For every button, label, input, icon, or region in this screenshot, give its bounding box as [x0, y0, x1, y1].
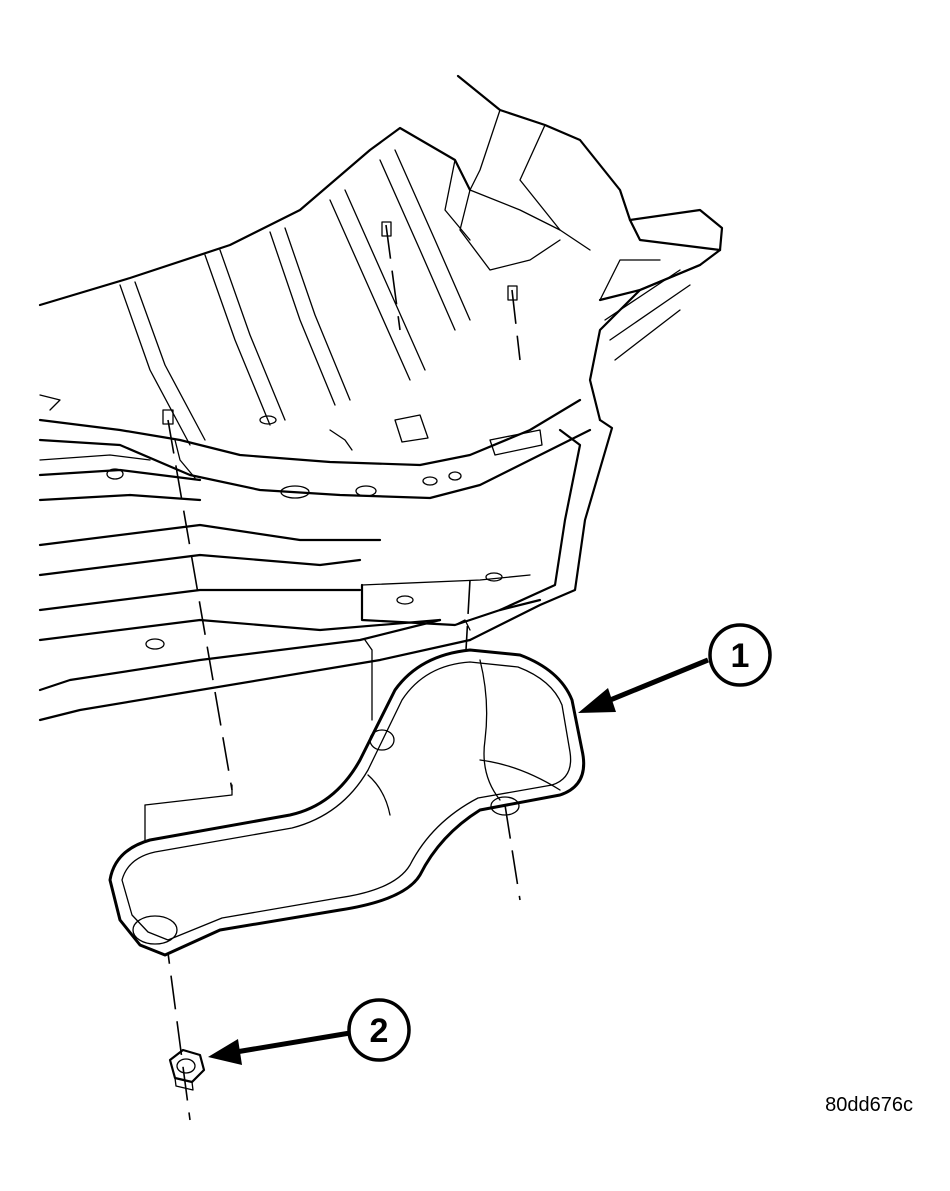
callout-arrow-1 [578, 657, 709, 713]
figure-id: 80dd676c [825, 1094, 913, 1116]
callout-1: 1 [708, 623, 772, 687]
callout-1-label: 1 [731, 637, 750, 675]
nut [168, 1048, 206, 1091]
mounting-studs [162, 221, 518, 425]
heat-shield [108, 648, 586, 957]
callout-arrow-2 [208, 1030, 351, 1065]
callout-2: 2 [347, 998, 411, 1062]
callout-2-label: 2 [370, 1012, 389, 1050]
vehicle-underbody [38, 74, 724, 846]
